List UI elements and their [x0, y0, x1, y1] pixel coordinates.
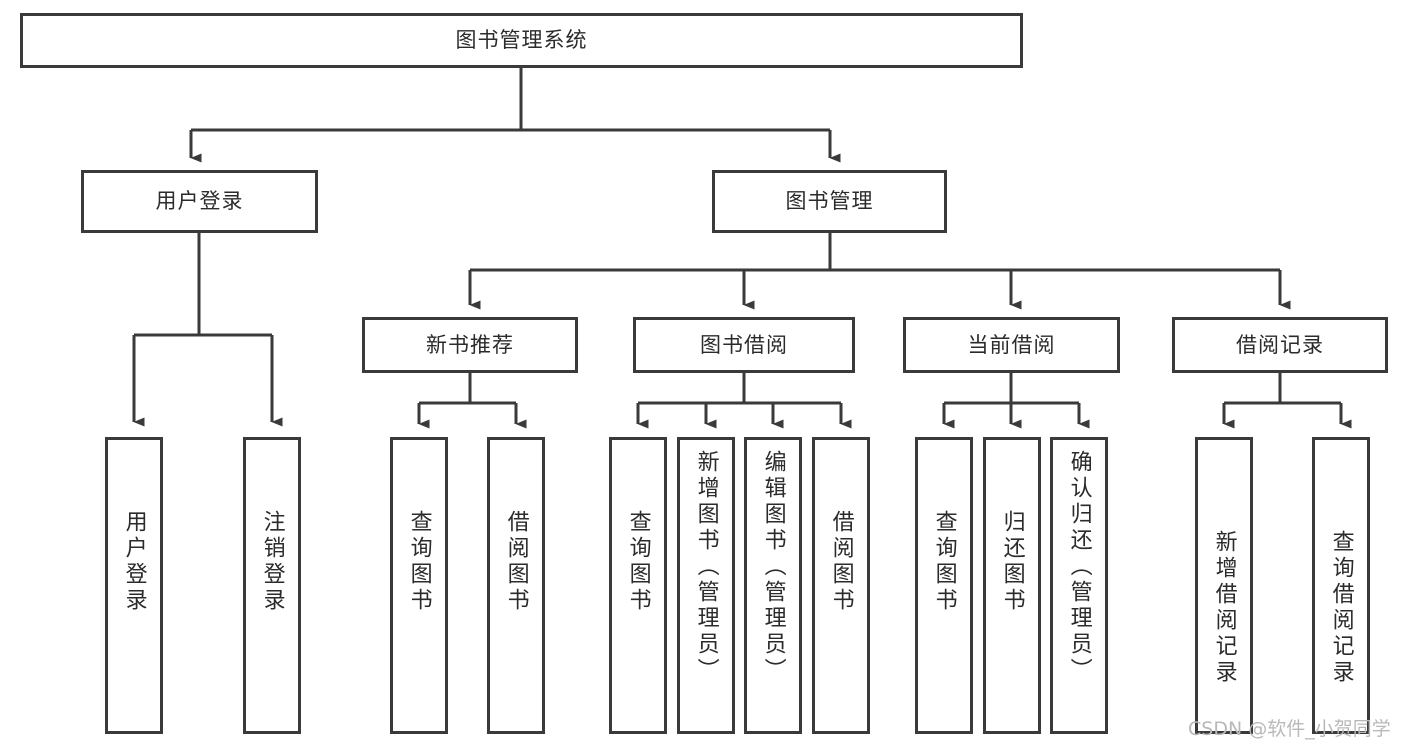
node-label: 查询借阅记录 [1328, 530, 1354, 686]
node-current-borrow[interactable]: 当前借阅 [903, 317, 1120, 373]
node-label: 图书借阅 [700, 332, 788, 357]
node-leaf-query-borrow-record[interactable]: 查询借阅记录 [1312, 437, 1370, 734]
node-leaf-query-book-rec[interactable]: 查询图书 [390, 437, 448, 734]
node-label: 用户登录 [121, 510, 147, 614]
node-label: 注销登录 [259, 510, 285, 614]
node-leaf-user-login[interactable]: 用户登录 [105, 437, 163, 734]
node-leaf-add-borrow-record[interactable]: 新增借阅记录 [1195, 437, 1253, 734]
node-leaf-confirm-return-admin[interactable]: 确认归还（管理员） [1050, 437, 1108, 734]
node-leaf-user-logout[interactable]: 注销登录 [243, 437, 301, 734]
node-label: 借阅记录 [1236, 332, 1324, 357]
node-label: 借阅图书 [828, 510, 854, 614]
node-leaf-return-book[interactable]: 归还图书 [983, 437, 1041, 734]
node-leaf-borrow-book[interactable]: 借阅图书 [812, 437, 870, 734]
node-label: 借阅图书 [503, 510, 529, 614]
node-leaf-query-book-borrow[interactable]: 查询图书 [609, 437, 667, 734]
node-leaf-borrow-book-rec[interactable]: 借阅图书 [487, 437, 545, 734]
node-label: 图书管理 [785, 189, 874, 214]
node-new-book-recommend[interactable]: 新书推荐 [362, 317, 578, 373]
node-label: 编辑图书（管理员） [760, 450, 786, 684]
node-leaf-edit-book-admin[interactable]: 编辑图书（管理员） [744, 437, 802, 734]
node-leaf-query-book-current[interactable]: 查询图书 [915, 437, 973, 734]
node-borrow-record[interactable]: 借阅记录 [1172, 317, 1388, 373]
node-label: 新增借阅记录 [1211, 530, 1237, 686]
csdn-watermark: CSDN @软件_小贺同学 [1188, 718, 1391, 740]
node-label: 确认归还（管理员） [1066, 450, 1092, 684]
node-label: 当前借阅 [967, 332, 1056, 357]
node-label: 新增图书（管理员） [693, 450, 719, 684]
node-label: 新书推荐 [426, 332, 514, 357]
node-leaf-add-book-admin[interactable]: 新增图书（管理员） [677, 437, 735, 734]
node-label: 图书管理系统 [455, 28, 588, 53]
node-label: 查询图书 [931, 510, 957, 614]
node-book-borrow[interactable]: 图书借阅 [633, 317, 855, 373]
node-label: 查询图书 [625, 510, 651, 614]
node-book-management[interactable]: 图书管理 [712, 170, 947, 233]
node-root-system[interactable]: 图书管理系统 [20, 13, 1023, 68]
node-label: 查询图书 [406, 510, 432, 614]
node-user-login[interactable]: 用户登录 [81, 170, 318, 233]
node-label: 归还图书 [999, 510, 1025, 614]
node-label: 用户登录 [155, 189, 244, 214]
